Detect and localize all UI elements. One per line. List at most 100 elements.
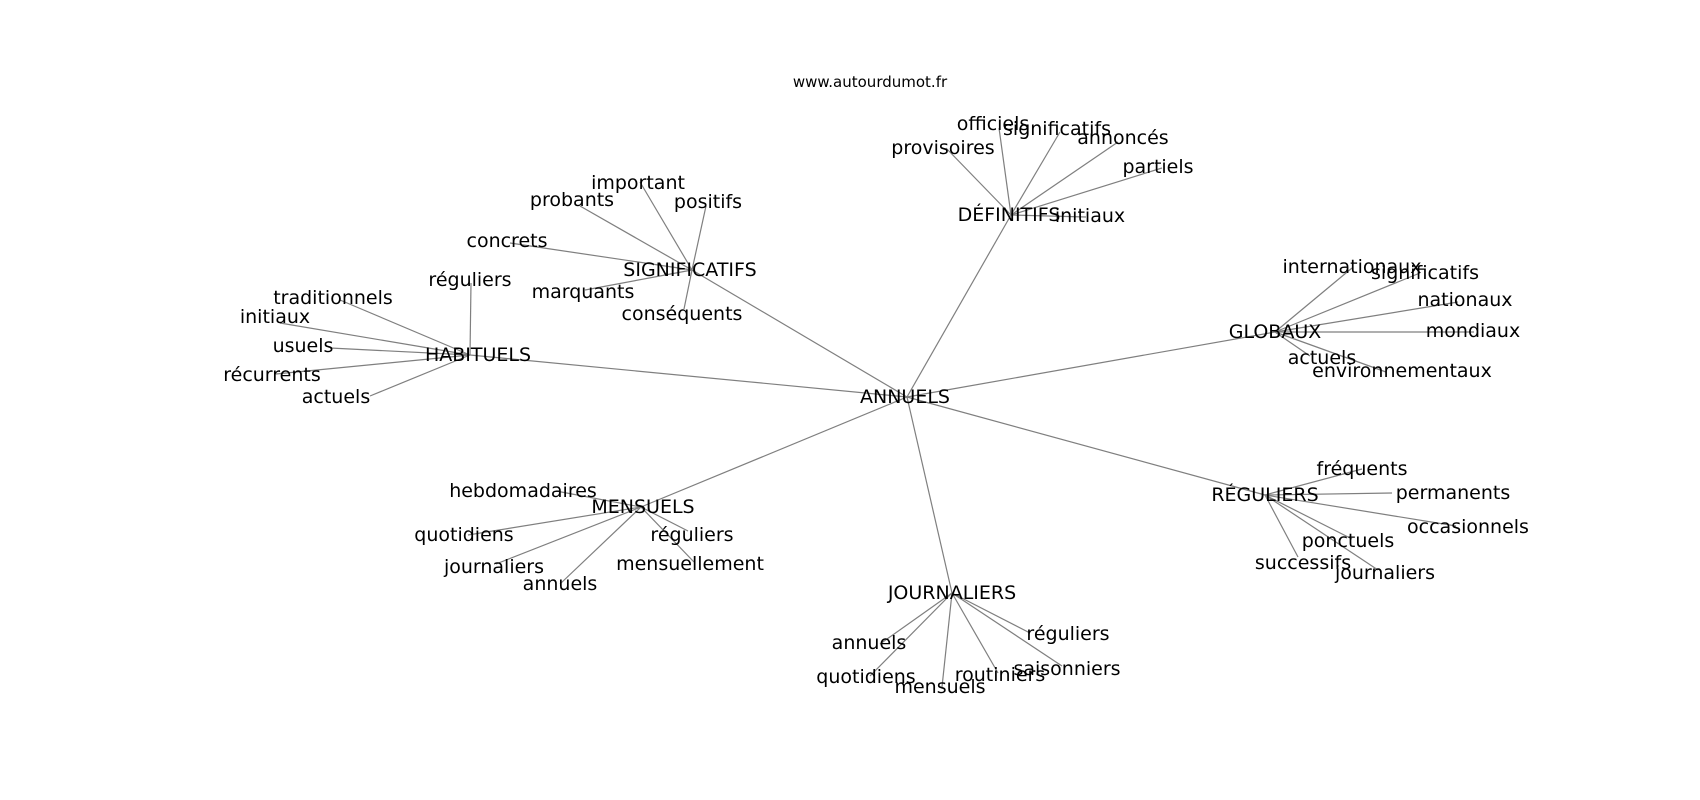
word-node: mondiaux	[1426, 320, 1520, 342]
word-node: routiniers	[955, 664, 1046, 686]
edge-center-cluster	[906, 214, 1012, 398]
word-node: significatifs	[1003, 118, 1111, 140]
word-node: annuels	[523, 573, 598, 595]
edge-center-cluster	[469, 354, 908, 398]
word-node: environnementaux	[1312, 360, 1492, 382]
word-node: annuels	[832, 632, 907, 654]
edge-center-cluster	[640, 396, 908, 508]
word-node: concrets	[467, 230, 548, 252]
edge-cluster-word	[951, 592, 1031, 634]
word-node: quotidiens	[414, 524, 513, 546]
word-node: positifs	[674, 191, 742, 213]
edge-cluster-word	[509, 242, 693, 271]
word-node: conséquents	[622, 303, 743, 325]
word-node: occasionnels	[1407, 516, 1529, 538]
cluster-node: JOURNALIERS	[887, 582, 1016, 604]
word-node: partiels	[1122, 156, 1193, 178]
word-node: marquants	[532, 281, 635, 303]
word-node: initiaux	[1055, 205, 1125, 227]
word-node: fréquents	[1317, 458, 1408, 480]
word-node: probants	[530, 189, 614, 211]
edge-cluster-word	[584, 269, 693, 291]
edge-cluster-word	[639, 181, 693, 271]
edge-cluster-word	[1264, 494, 1457, 527]
edge-cluster-word	[467, 506, 642, 536]
word-node: réguliers	[650, 524, 733, 546]
edge-cluster-word	[879, 592, 953, 645]
word-node: mensuels	[894, 676, 985, 698]
edge-cluster-word	[279, 322, 471, 356]
edge-cluster-word	[1264, 492, 1393, 496]
edge-cluster-word	[555, 490, 642, 508]
edge-cluster-word	[640, 506, 689, 532]
edge-cluster-word	[951, 592, 1063, 667]
word-node: hebdomadaires	[449, 480, 597, 502]
edge-center-cluster	[906, 331, 1276, 398]
word-node: réguliers	[1026, 623, 1109, 645]
edge-cluster-word	[1264, 494, 1379, 571]
cluster-node: SIGNIFICATIFS	[623, 259, 756, 281]
cluster-node: MENSUELS	[591, 496, 694, 518]
word-node: journaliers	[443, 556, 544, 578]
word-node: provisoires	[891, 137, 994, 159]
graph-labels: www.autourdumot.fr ANNUELS SIGNIFICATIFS…	[223, 73, 1529, 698]
word-node: usuels	[273, 335, 334, 357]
site-watermark: www.autourdumot.fr	[793, 73, 948, 91]
edge-center-cluster	[691, 269, 908, 398]
edge-cluster-word	[941, 592, 953, 688]
word-node: ponctuels	[1302, 530, 1395, 552]
edge-cluster-word	[559, 506, 642, 585]
cluster-node: RÉGULIERS	[1211, 483, 1318, 506]
edge-cluster-word	[1274, 301, 1459, 333]
edge-cluster-word	[640, 506, 695, 563]
word-node: mensuellement	[616, 553, 764, 575]
word-node: réguliers	[428, 269, 511, 291]
edge-cluster-word	[1274, 331, 1387, 373]
edge-cluster-word	[945, 147, 1012, 216]
edge-cluster-word	[1010, 214, 1087, 218]
word-node: significatifs	[1371, 262, 1479, 284]
edge-cluster-word	[1274, 331, 1311, 357]
edge-cluster-word	[369, 354, 471, 397]
word-node: nationaux	[1417, 289, 1512, 311]
word-node: quotidiens	[816, 666, 915, 688]
word-node: successifs	[1255, 552, 1351, 574]
edge-cluster-word	[683, 269, 693, 310]
word-node: récurrents	[223, 364, 321, 386]
word-node: journaliers	[1334, 562, 1435, 584]
edge-cluster-word	[1274, 272, 1421, 333]
edge-cluster-word	[1010, 167, 1163, 216]
word-node: annoncés	[1077, 127, 1168, 149]
edge-cluster-word	[951, 592, 999, 674]
edge-cluster-word	[495, 506, 642, 565]
edge-cluster-word	[1010, 131, 1061, 216]
edge-cluster-word	[869, 592, 953, 677]
word-node: internationaux	[1283, 256, 1422, 278]
edge-cluster-word	[691, 205, 707, 271]
edge-cluster-word	[1274, 267, 1353, 333]
edge-cluster-word	[469, 282, 472, 356]
edge-cluster-word	[1010, 141, 1119, 216]
word-node: saisonniers	[1013, 658, 1120, 680]
word-node: traditionnels	[273, 287, 393, 309]
edge-cluster-word	[1264, 494, 1299, 558]
edge-cluster-word	[275, 354, 471, 375]
cluster-node: HABITUELS	[425, 344, 531, 366]
edge-cluster-word	[579, 205, 693, 271]
cluster-node: DÉFINITIFS	[958, 203, 1061, 226]
graph-edges	[275, 127, 1474, 688]
edge-cluster-word	[329, 347, 471, 356]
word-node: officiels	[957, 113, 1030, 135]
edge-center-cluster	[906, 396, 1266, 496]
edge-cluster-word	[1264, 468, 1363, 496]
edge-center-cluster	[906, 396, 953, 594]
word-node: important	[591, 172, 685, 194]
edge-cluster-word	[998, 127, 1012, 216]
center-node: ANNUELS	[860, 386, 950, 408]
word-node: permanents	[1396, 482, 1511, 504]
word-node: initiaux	[240, 306, 310, 328]
edge-cluster-word	[339, 299, 471, 356]
cluster-node: GLOBAUX	[1229, 321, 1322, 343]
edge-cluster-word	[1264, 494, 1353, 540]
